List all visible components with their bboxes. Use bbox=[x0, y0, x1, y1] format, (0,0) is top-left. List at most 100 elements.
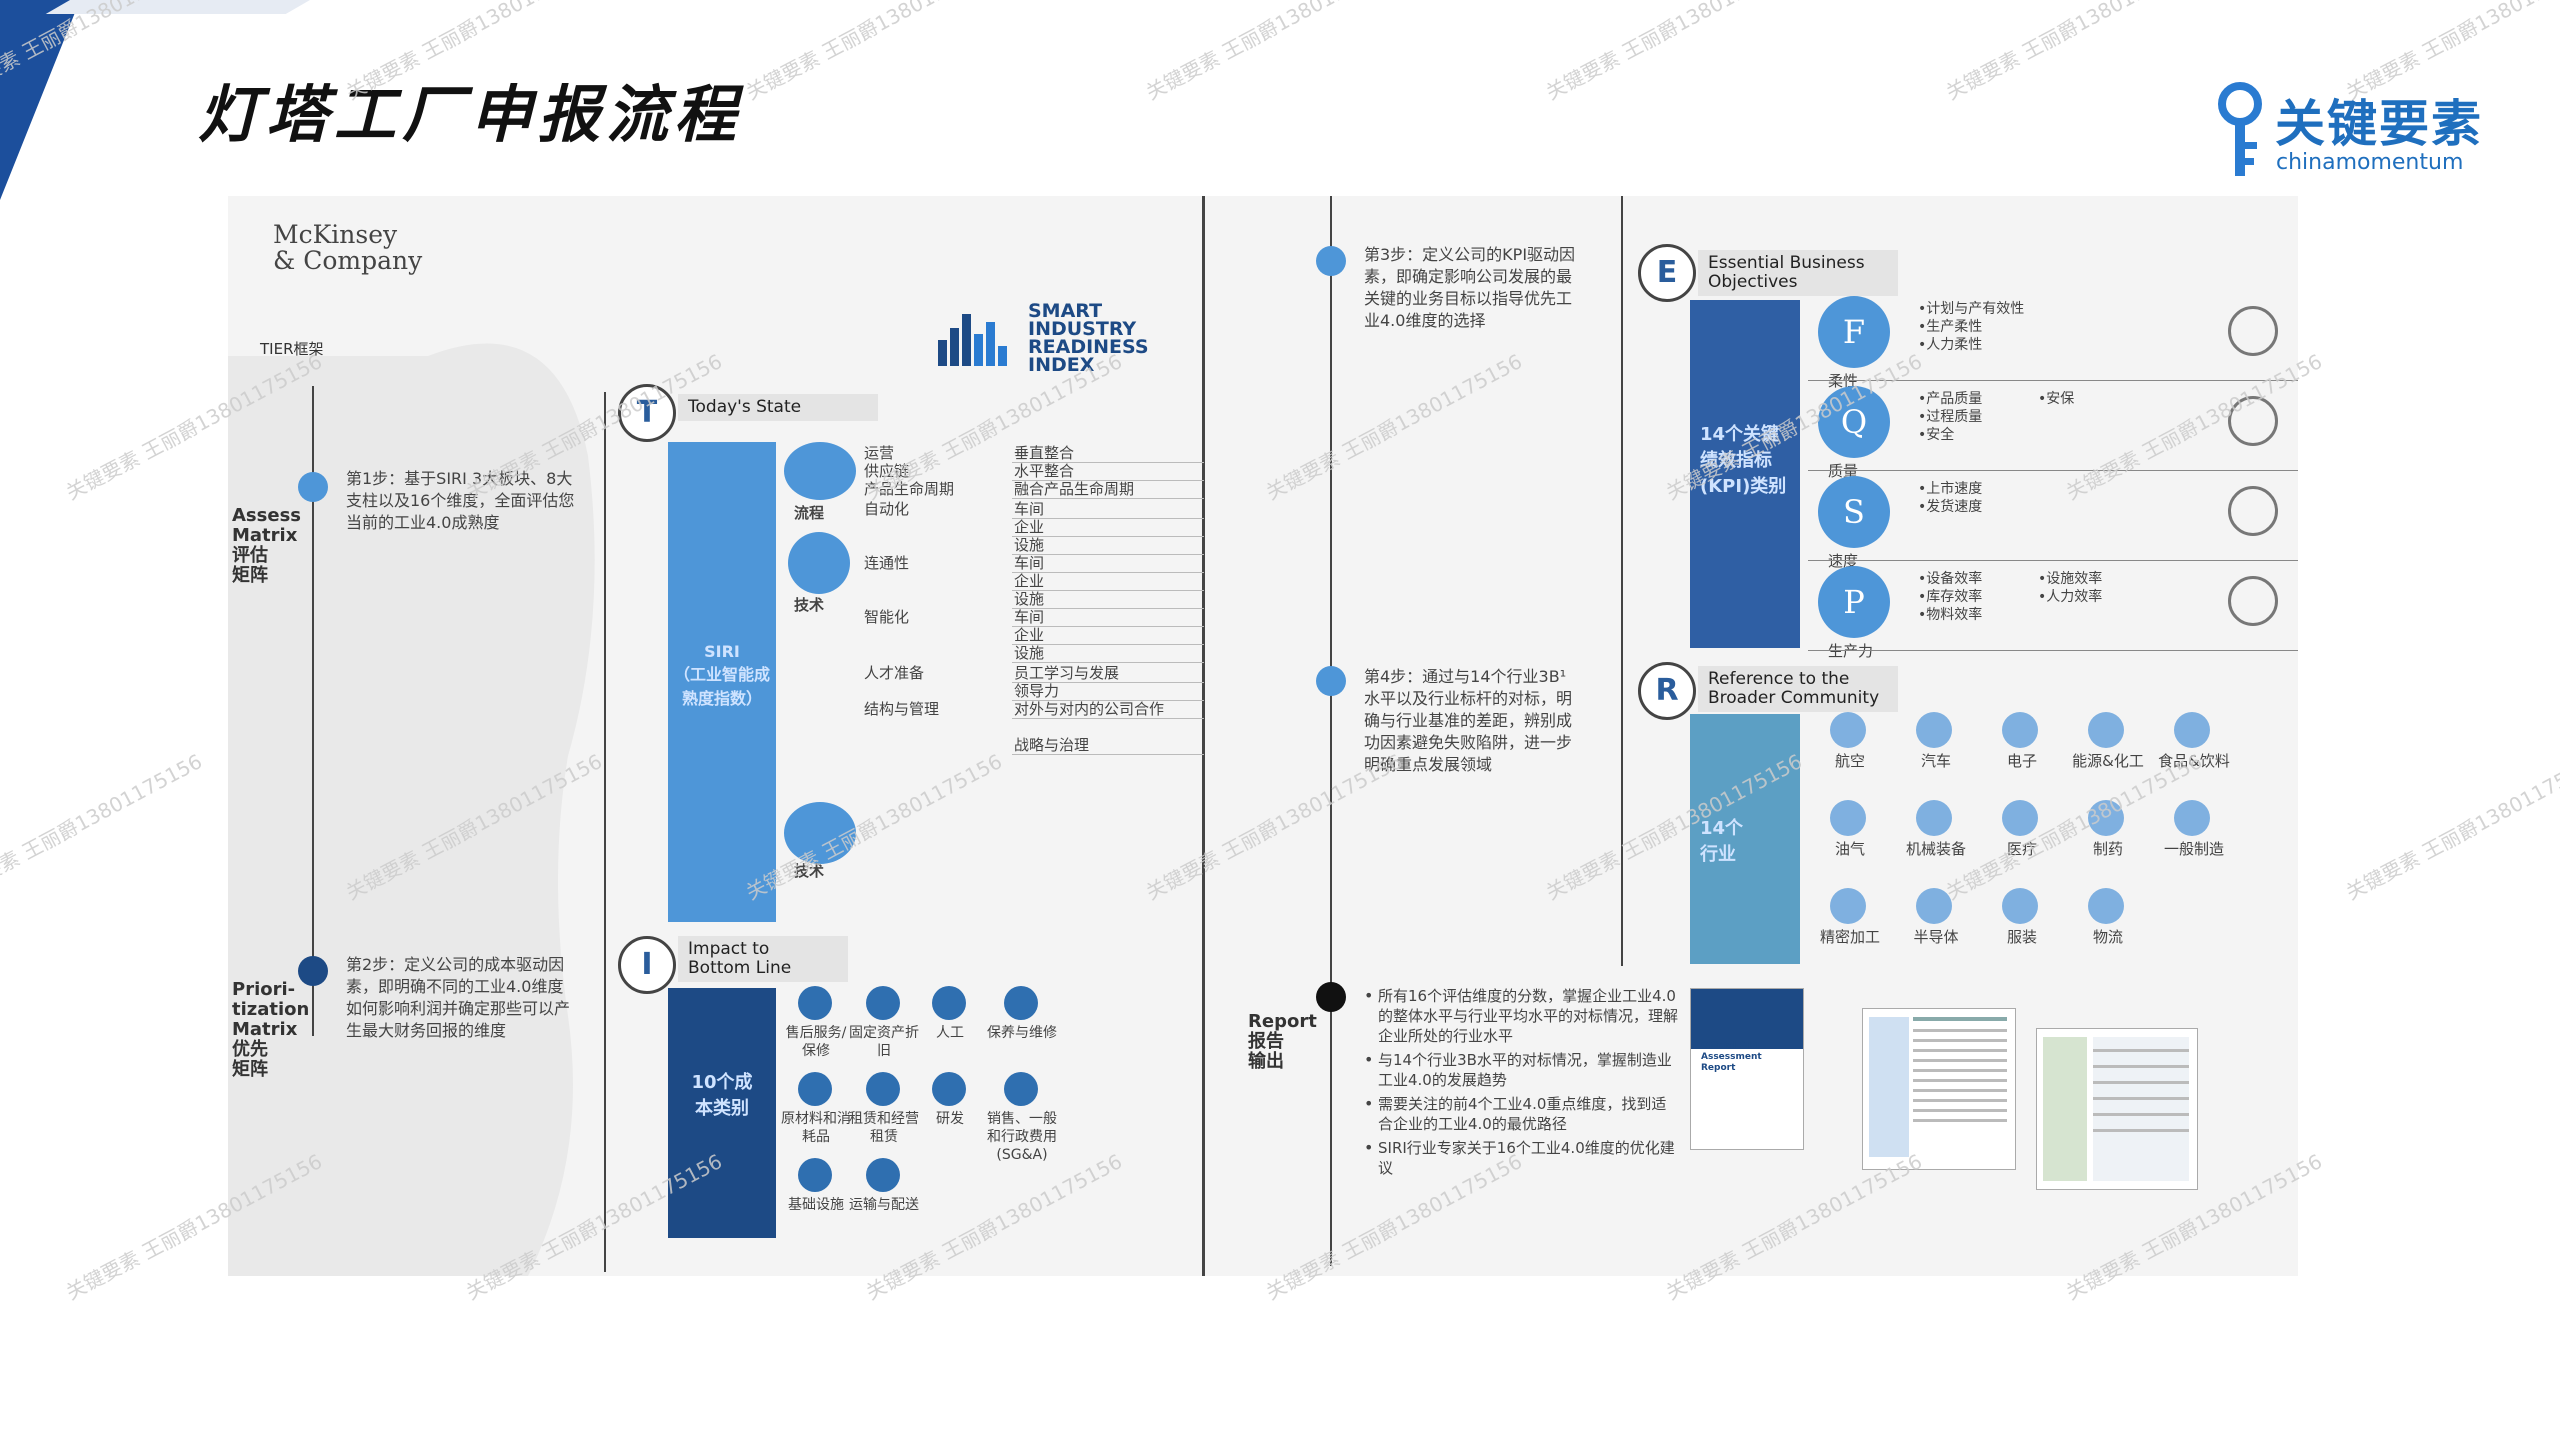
cost-item-label: 销售、一般和行政费用 (SG&A) bbox=[987, 1111, 1057, 1163]
t-row-left: 连通性 bbox=[864, 554, 910, 572]
kpi-item: •物料效率 bbox=[1918, 607, 1983, 623]
e-head: Essential Business Objectives bbox=[1698, 250, 1898, 296]
t-row-left: 自动化 bbox=[864, 500, 910, 518]
cost-item-label: 售后服务/保修 bbox=[785, 1025, 847, 1059]
t-row-rule bbox=[1012, 572, 1204, 573]
cost-item-icon bbox=[866, 1158, 900, 1192]
cost-item-icon bbox=[866, 1072, 900, 1106]
kpi-item: •安保 bbox=[2038, 391, 2075, 407]
kpi-bar: 14个关键绩效指标(KPI)类别 bbox=[1690, 300, 1800, 648]
report-bullet: 所有16个评估维度的分数，掌握企业工业4.0的整体水平与行业平均水平的对标情况，… bbox=[1378, 987, 1679, 1045]
watermark-text: 关键要素 王丽爵13801175156 bbox=[1941, 0, 2206, 105]
step3-dot bbox=[1316, 246, 1346, 276]
timeline-right bbox=[1330, 196, 1332, 1266]
step4-text: 第4步：通过与14个行业3B¹水平以及行业标杆的对标，明确与行业基准的差距，辨别… bbox=[1364, 667, 1573, 774]
timeline-divider-1 bbox=[604, 392, 606, 1272]
cost-item-label: 人工 bbox=[936, 1025, 964, 1041]
industry-icon bbox=[1830, 800, 1866, 836]
industry-icon bbox=[1916, 888, 1952, 924]
report-cover-thumbnail: Official SIRI Assessment Report bbox=[1690, 988, 1804, 1150]
kpi-letter: P bbox=[1818, 566, 1890, 638]
step3-text: 第3步：定义公司的KPI驱动因素，即确定影响公司发展的最关键的业务目标以指导优先… bbox=[1364, 245, 1576, 330]
cost-category-bar: 10个成 本类别 bbox=[668, 988, 776, 1238]
cost-item-icon bbox=[932, 1072, 966, 1106]
kpi-item: •计划与产有效性 bbox=[1918, 301, 2025, 317]
cost-item-label: 保养与维修 bbox=[987, 1025, 1057, 1041]
step1-dot bbox=[298, 472, 328, 502]
industry-label: 一般制造 bbox=[2163, 840, 2224, 858]
t-row-right: 设施 bbox=[1014, 590, 1045, 608]
t-row-rule bbox=[1012, 700, 1204, 701]
t-row-right: 员工学习与发展 bbox=[1014, 664, 1120, 682]
kpi-item: •设施效率 bbox=[2038, 571, 2103, 587]
group-label-process: 流程 bbox=[794, 504, 825, 522]
report-bullet: SIRI行业专家关于16个工业4.0维度的优化建议 bbox=[1378, 1139, 1675, 1177]
industry-label: 汽车 bbox=[1920, 752, 1951, 770]
t-row-left: 结构与管理 bbox=[864, 700, 940, 718]
industry-label: 制药 bbox=[2092, 840, 2123, 858]
t-row-left: 运营 bbox=[864, 444, 895, 462]
t-row-right: 水平整合 bbox=[1014, 462, 1075, 480]
t-row-left: 供应链 bbox=[864, 462, 910, 480]
report-bullets: •所有16个评估维度的分数，掌握企业工业4.0的整体水平与行业平均水平的对标情况… bbox=[1364, 986, 1684, 1266]
slide-title: 灯塔工厂申报流程 bbox=[198, 78, 743, 151]
watermark-text: 关键要素 王丽爵13801175156 bbox=[2341, 749, 2560, 905]
siri-logo-icon bbox=[938, 306, 1008, 370]
technology-icon bbox=[788, 532, 850, 594]
cost-item-icon bbox=[798, 1158, 832, 1192]
cost-item-label: 基础设施 bbox=[788, 1197, 844, 1213]
t-table: 运营垂直整合供应链水平整合产品生命周期融合产品生命周期自动化车间企业设施连通性车… bbox=[864, 442, 1204, 942]
i-letter: I bbox=[618, 936, 676, 994]
cost-item-label: 原材料和消耗品 bbox=[781, 1111, 851, 1145]
step2-dot bbox=[298, 956, 328, 986]
prioritization-matrix-label: Priori- tization Matrix 优先 矩阵 bbox=[232, 979, 310, 1080]
kpi-icon bbox=[2228, 306, 2278, 356]
t-row-right: 车间 bbox=[1014, 554, 1045, 572]
t-row-right: 车间 bbox=[1014, 608, 1045, 626]
t-row-rule bbox=[1012, 536, 1204, 537]
t-row-right: 企业 bbox=[1014, 572, 1045, 590]
report-bullet-marker: • bbox=[1364, 986, 1374, 1005]
t-row-rule bbox=[1012, 498, 1204, 499]
report-bullet: 与14个行业3B水平的对标情况，掌握制造业工业4.0的发展趋势 bbox=[1378, 1051, 1672, 1089]
report-bullet-marker: • bbox=[1364, 1138, 1374, 1157]
t-row-right: 企业 bbox=[1014, 518, 1045, 536]
industry-icon bbox=[1830, 888, 1866, 924]
report-page-2-lines bbox=[2043, 1037, 2189, 1181]
e-letter: E bbox=[1638, 244, 1696, 302]
t-row-right: 战略与治理 bbox=[1014, 736, 1090, 754]
kpi-item: •发货速度 bbox=[1918, 499, 1983, 515]
group-label-org: 技术 bbox=[794, 862, 825, 880]
t-row-right: 领导力 bbox=[1014, 682, 1060, 700]
industry-icon bbox=[2088, 712, 2124, 748]
group-label-tech: 技术 bbox=[794, 596, 825, 614]
t-row-rule bbox=[1012, 554, 1204, 555]
kpi-icon bbox=[2228, 396, 2278, 446]
timeline-left bbox=[312, 386, 314, 1036]
t-row-rule bbox=[1012, 626, 1204, 627]
t-row-right: 企业 bbox=[1014, 626, 1045, 644]
t-row-rule bbox=[1012, 718, 1204, 719]
report-page-thumbnail-2 bbox=[2036, 1028, 2198, 1190]
industry-icon bbox=[1830, 712, 1866, 748]
kpi-name: 柔性 bbox=[1828, 372, 1859, 390]
industry-label: 航空 bbox=[1834, 752, 1865, 770]
siri-logo-text: SMART INDUSTRY READINESS INDEX bbox=[1028, 300, 1149, 376]
step2-text: 第2步：定义公司的成本驱动因素，即明确不同的工业4.0维度如何影响利润并确定那些… bbox=[346, 955, 571, 1040]
t-row-right: 设施 bbox=[1014, 644, 1045, 662]
cost-item-icon bbox=[798, 1072, 832, 1106]
kpi-name: 质量 bbox=[1828, 462, 1859, 480]
industry-label: 电子 bbox=[2006, 752, 2037, 770]
kpi-item: •上市速度 bbox=[1918, 481, 1983, 497]
industry-label: 物流 bbox=[2092, 928, 2123, 946]
brand-name-cn: 关键要素 bbox=[2275, 95, 2483, 153]
industry-bar: 14个 行业 bbox=[1690, 714, 1800, 964]
watermark-text: 关键要素 王丽爵13801175156 bbox=[0, 749, 206, 905]
organization-icon bbox=[784, 802, 856, 864]
brand-name-en: chinamomentum bbox=[2276, 150, 2464, 175]
report-page-thumbnail-1 bbox=[1862, 1008, 2016, 1170]
industry-label: 精密加工 bbox=[1819, 928, 1880, 946]
kpi-rule bbox=[1808, 650, 2298, 651]
industry-label: 服装 bbox=[2006, 928, 2037, 946]
kpi-name: 速度 bbox=[1828, 552, 1859, 570]
